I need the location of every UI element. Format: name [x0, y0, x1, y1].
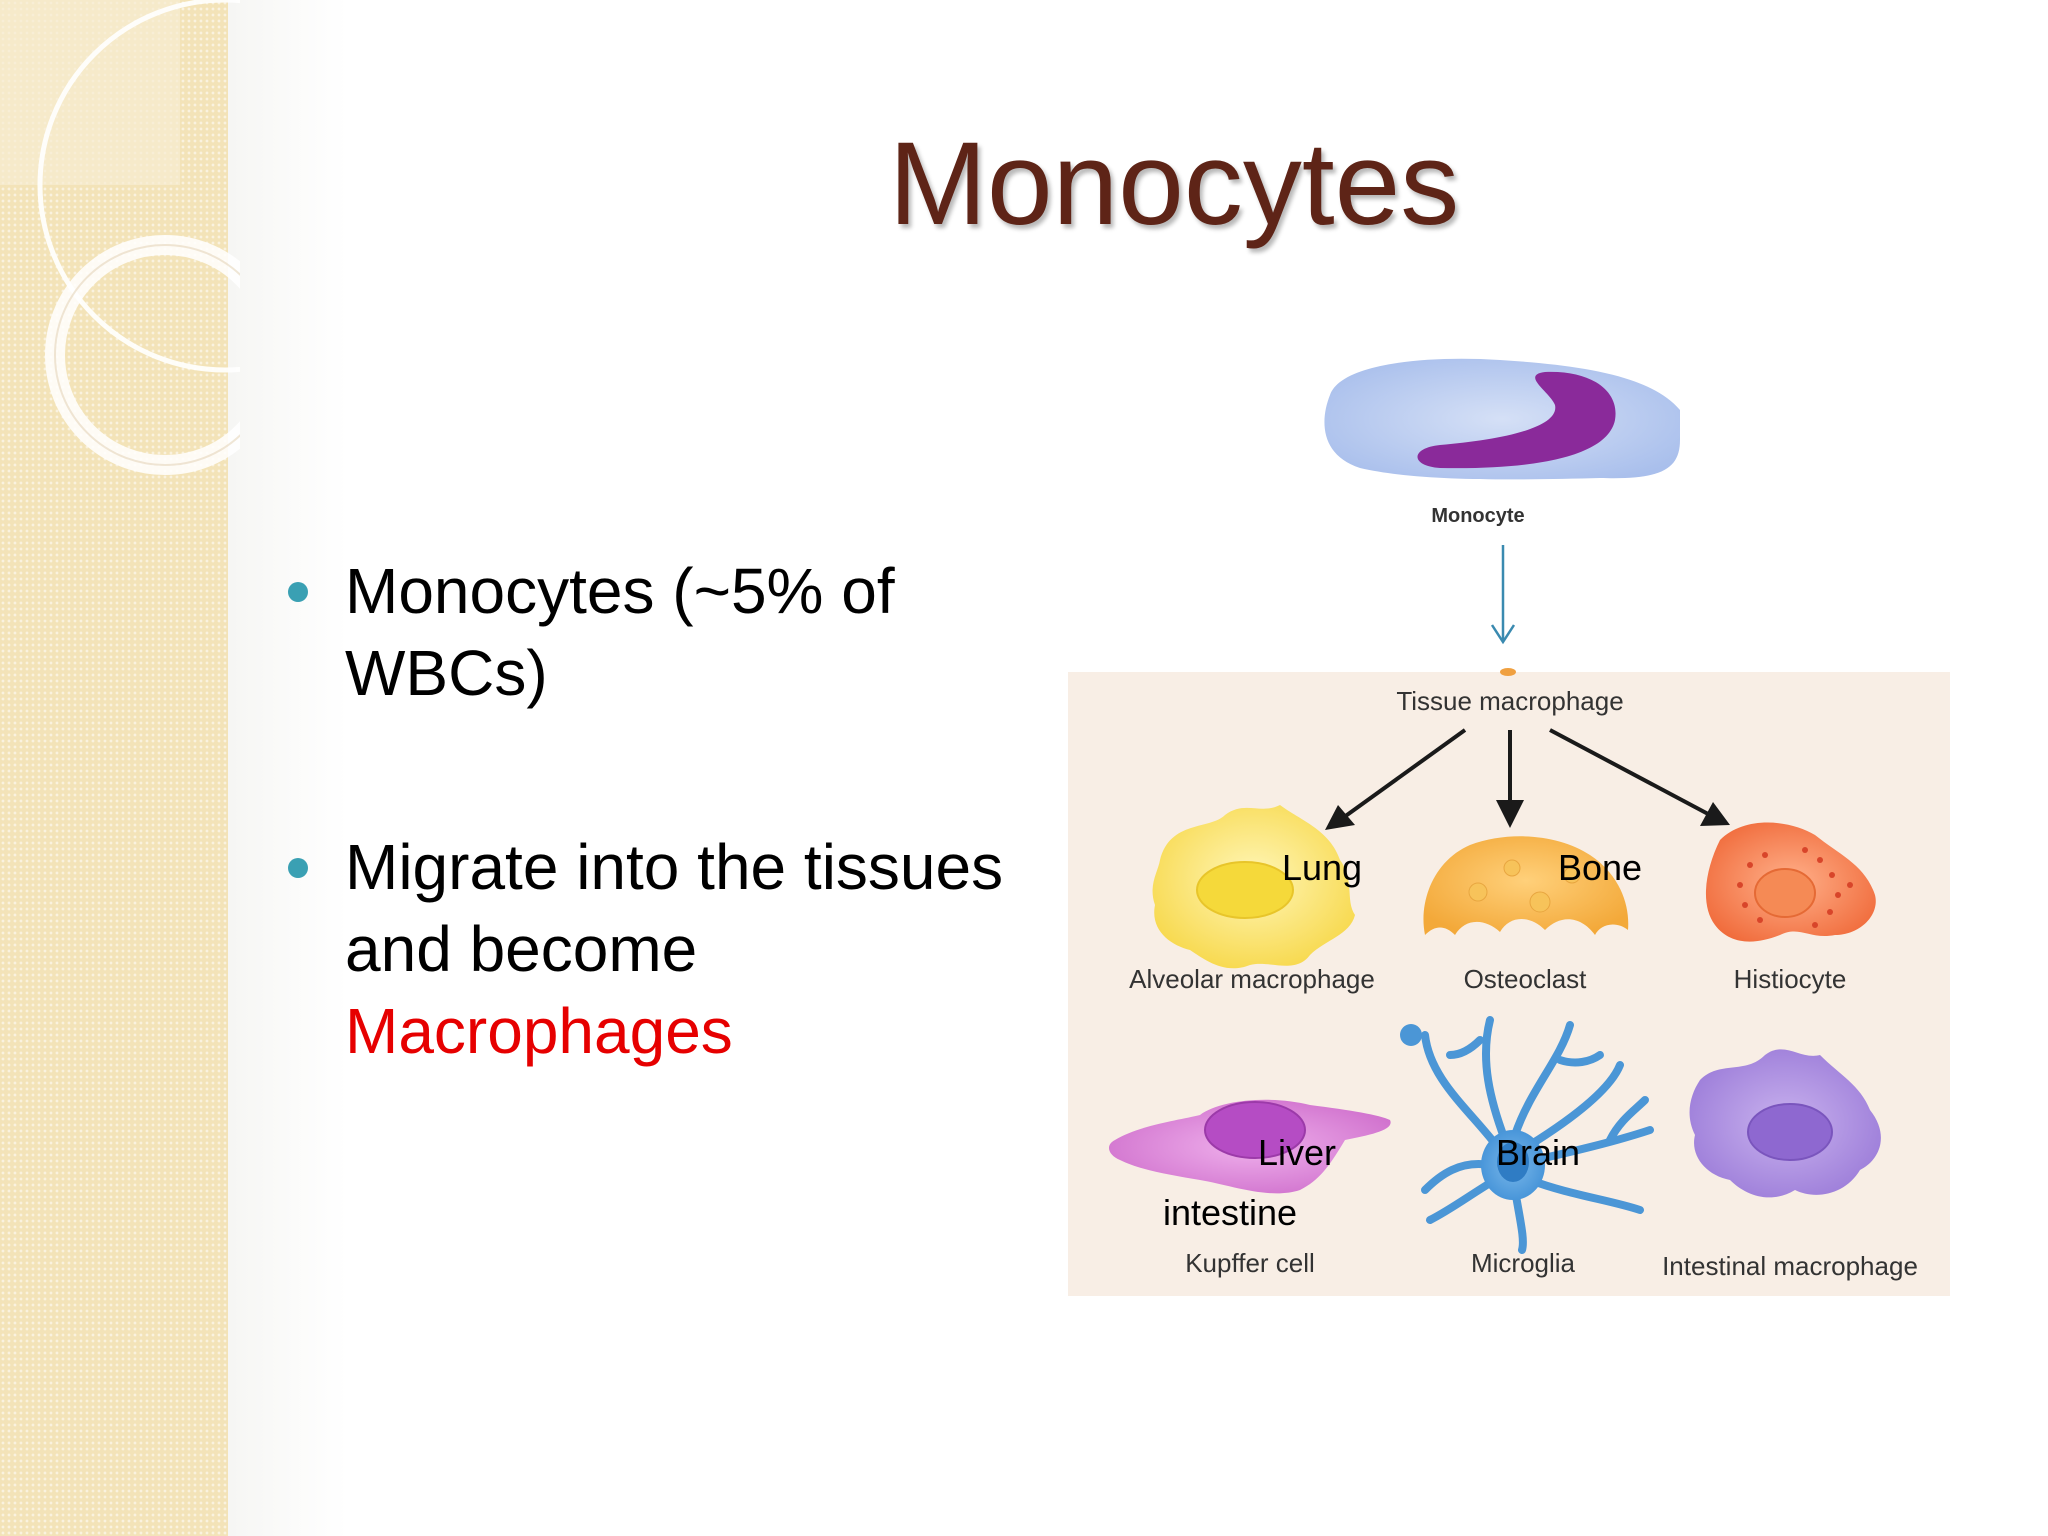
microglia-nucleus [1497, 1142, 1529, 1182]
osteoclast-cell [1423, 836, 1629, 935]
osteoclast-nucleus [1503, 859, 1521, 877]
slide-title: Monocytes [888, 118, 1460, 250]
sidebar-edge [228, 0, 348, 1536]
cell-label-alveolar: Alveolar macrophage [1129, 964, 1375, 994]
cell-label-kupffer: Kupffer cell [1185, 1248, 1315, 1278]
microglia-process-tip [1400, 1024, 1422, 1046]
cell-label-histiocyte: Histiocyte [1734, 964, 1847, 994]
bullet-item: Migrate into the tissues and become Macr… [288, 826, 1088, 1072]
histiocyte-granules [1737, 847, 1853, 928]
highlight-text: Macrophages [345, 995, 733, 1067]
bullet-text: Monocytes (~5% of WBCs) [345, 555, 895, 709]
bullet-text: Migrate into the tissues and become [345, 831, 1004, 985]
arrow-left-head-icon [1325, 805, 1355, 830]
osteoclast-nucleus [1563, 866, 1581, 884]
sidebar-panel [0, 0, 180, 185]
histiocyte-nucleus [1754, 868, 1816, 918]
cell-label-intestinal: Intestinal macrophage [1662, 1251, 1918, 1281]
alveolar-nucleus [1196, 861, 1294, 919]
arrow-left [1338, 728, 1467, 822]
sidebar-rings [0, 0, 240, 475]
monocyte-label: Monocyte [1431, 505, 1524, 527]
tissue-macrophage-tip [1500, 668, 1516, 676]
organ-label-liver: Liver [1258, 1132, 1336, 1173]
organ-label-brain: Brain [1496, 1132, 1580, 1173]
bullet-dot-icon [288, 582, 308, 602]
monocyte-nucleus [1417, 371, 1616, 469]
ring-large [37, 0, 240, 373]
kupffer-nucleus [1204, 1101, 1306, 1159]
osteoclast-nucleus [1529, 891, 1551, 913]
organ-label-lung: Lung [1282, 847, 1362, 888]
organ-label-intestine: intestine [1163, 1192, 1297, 1233]
connector-arrowhead-icon [1490, 624, 1516, 645]
organ-label-bone: Bone [1558, 847, 1642, 888]
osteoclast-nucleus [1468, 882, 1488, 902]
tissue-macrophage-label: Tissue macrophage [1396, 686, 1623, 716]
cell-label-microglia: Microglia [1471, 1248, 1576, 1278]
arrow-middle-head-icon [1496, 800, 1524, 828]
cell-label-osteoclast: Osteoclast [1464, 964, 1588, 994]
microglia-processes [1421, 1016, 1654, 1254]
bullet-list: Monocytes (~5% of WBCs) Migrate into the… [288, 550, 1088, 1184]
ring-small-shade [54, 244, 240, 466]
bullet-dot-icon [288, 858, 308, 878]
intestinal-nucleus [1747, 1103, 1833, 1161]
bullet-item: Monocytes (~5% of WBCs) [288, 550, 1088, 714]
arrow-right-head-icon [1700, 802, 1730, 826]
arrow-right [1549, 728, 1711, 817]
